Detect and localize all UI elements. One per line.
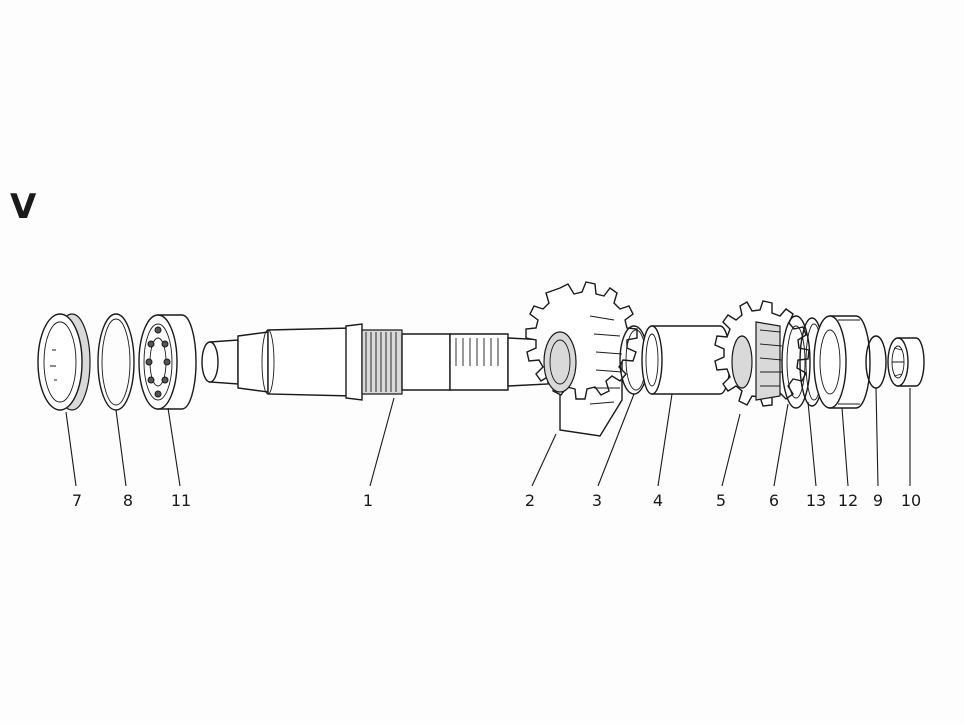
part-2-large-gear: [525, 281, 638, 437]
part-1-main-shaft: [201, 323, 567, 401]
leader-4: [657, 393, 673, 487]
part-11-ball-bearing: [138, 314, 197, 410]
part-labels: 7 8 11 1 2 3 4 5 6 13 12 9 10: [72, 491, 921, 510]
leader-13: [807, 401, 817, 487]
label-8: 8: [123, 491, 133, 510]
label-3: 3: [592, 491, 602, 510]
leader-7: [65, 411, 77, 487]
part-12-roller-bearing: [813, 315, 871, 409]
label-13: 13: [806, 491, 826, 510]
leader-5: [721, 413, 741, 487]
part-6-washer: [781, 315, 811, 409]
part-4-sleeve: [641, 325, 731, 395]
label-7: 7: [72, 491, 82, 510]
section-letter: V: [10, 187, 37, 227]
leader-1: [369, 397, 395, 487]
label-9: 9: [873, 491, 883, 510]
leader-lines: [65, 387, 911, 487]
leader-11: [167, 407, 181, 487]
leader-3: [597, 393, 635, 487]
leader-12: [841, 407, 849, 487]
part-5-small-gear: [714, 300, 810, 407]
label-6: 6: [769, 491, 779, 510]
part-10-nut: [887, 337, 925, 387]
label-11: 11: [171, 491, 191, 510]
label-12: 12: [838, 491, 858, 510]
leader-2: [531, 433, 557, 487]
label-4: 4: [653, 491, 663, 510]
part-8-ring: [97, 313, 135, 411]
label-5: 5: [716, 491, 726, 510]
part-7-end-cap: [37, 313, 91, 411]
leader-6: [773, 403, 789, 487]
label-10: 10: [901, 491, 921, 510]
label-2: 2: [525, 491, 535, 510]
leader-8: [115, 409, 127, 487]
label-1: 1: [363, 491, 373, 510]
leader-9: [875, 387, 879, 487]
